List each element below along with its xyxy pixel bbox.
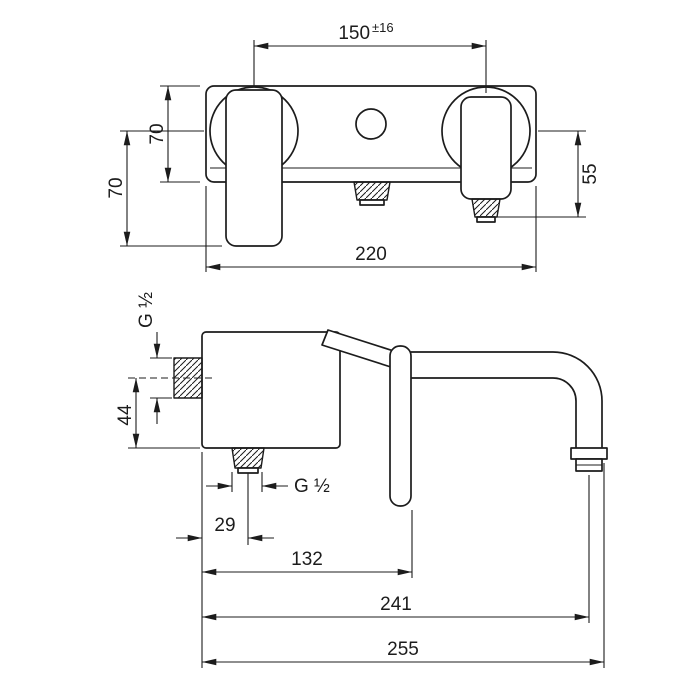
right-outlet-tip	[476, 216, 496, 223]
dim-inlet-thread-label: G ½	[136, 292, 157, 328]
dim-plate-height: 70	[147, 85, 200, 183]
dim-hose-offset: 29	[176, 452, 274, 668]
dim-spout-outlet-projection-label: 241	[380, 594, 412, 615]
right-outlet-thread	[471, 198, 501, 218]
dim-handle-projection-label: 132	[291, 549, 323, 570]
mixer-body	[201, 331, 341, 449]
side-view: G ½ 44 29 G ½ 132	[115, 292, 608, 668]
dim-lever-drop-label: 70	[106, 177, 127, 198]
dim-outlet-drop: 55	[497, 130, 601, 218]
dim-handle-projection: 132	[202, 510, 413, 578]
dim-outlet-drop-label: 55	[580, 163, 601, 184]
hose-outlet-thread	[231, 447, 265, 469]
spout	[410, 351, 603, 449]
center-cap-circle	[355, 108, 387, 140]
dim-overall-width: 220	[205, 186, 537, 272]
dim-hose-offset-label: 29	[214, 515, 235, 536]
dim-inlet-thread: G ½	[136, 292, 172, 424]
right-lever-handle	[460, 96, 512, 200]
dim-overall-width-label: 220	[355, 244, 387, 265]
handle-pin	[389, 345, 412, 507]
spout-outlet-flange	[570, 447, 608, 460]
hose-outlet-tip	[237, 467, 259, 474]
dim-plate-height-label: 70	[147, 123, 168, 144]
dim-spout-outlet-projection: 241	[202, 475, 590, 623]
center-outlet-thread	[353, 181, 391, 201]
dim-lever-drop: 70	[106, 130, 222, 247]
dim-inlet-to-bottom-label: 44	[115, 404, 136, 426]
dim-handle-spacing: 150±16	[253, 20, 487, 93]
dim-overall-projection-label: 255	[387, 639, 419, 660]
dim-overall-projection: 255	[202, 463, 605, 668]
front-view: 150±16 70 70 55 220	[106, 20, 601, 272]
center-outlet-tip	[359, 199, 385, 206]
dim-hose-thread-label: G ½	[294, 476, 330, 497]
left-lever-handle	[225, 89, 283, 247]
dim-handle-spacing-label: 150±16	[338, 20, 393, 44]
dim-inlet-to-bottom: 44	[115, 378, 200, 449]
dim-hose-thread: G ½	[206, 472, 330, 497]
